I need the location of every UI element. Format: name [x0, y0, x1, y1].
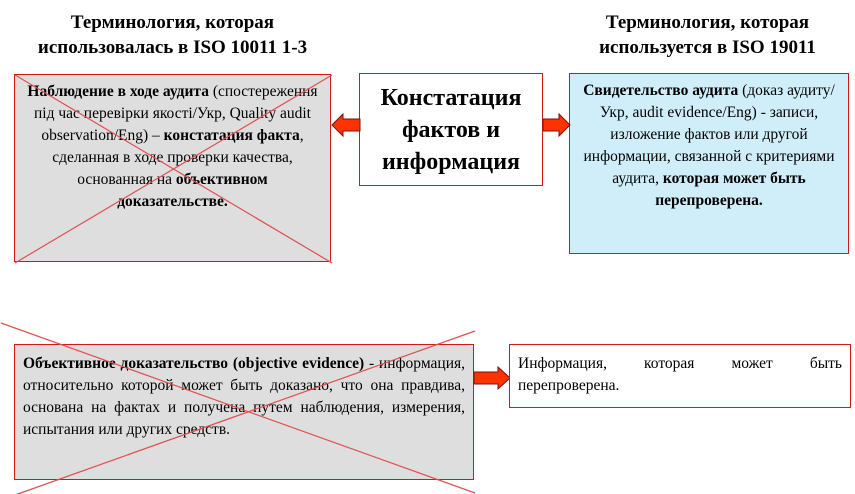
verifiable-information-text: Информация, которая может быть перепрове…	[518, 355, 842, 394]
facts-information-line3: информация	[381, 149, 521, 175]
objective-evidence-term: Объективное доказательство (objective ev…	[23, 355, 365, 372]
audit-evidence-desc: (доказ аудиту/Укр, audit evidence/Eng) -…	[583, 82, 835, 187]
facts-information-line1: Констатация	[380, 85, 522, 111]
left-heading: Терминология, которая использовалась в I…	[0, 10, 345, 60]
audit-evidence-term: Свидетельство аудита	[583, 82, 739, 99]
audit-evidence-term2: которая может быть перепроверена.	[655, 170, 806, 209]
bottom-arrow-icon	[473, 365, 511, 391]
objective-evidence-box: Объективное доказательство (objective ev…	[0, 322, 476, 494]
audit-observation-term2: констатация факта	[163, 127, 300, 144]
right-heading-line2: используется в ISO 19011	[599, 37, 816, 58]
audit-observation-box: Наблюдение в ходе аудита (спостереження …	[14, 74, 333, 264]
left-heading-line1: Терминология, которая	[70, 12, 275, 33]
audit-evidence-box: Свидетельство аудита (доказ аудиту/Укр, …	[569, 73, 849, 254]
objective-evidence-text: Объективное доказательство (objective ev…	[23, 353, 465, 441]
facts-information-line2: фактов и	[401, 117, 501, 143]
audit-observation-term: Наблюдение в ходе аудита	[27, 83, 209, 100]
audit-evidence-text: Свидетельство аудита (доказ аудиту/Укр, …	[578, 80, 840, 212]
right-heading-line1: Терминология, которая	[605, 12, 810, 33]
left-arrow-icon	[331, 112, 361, 138]
verifiable-information-box: Информация, которая может быть перепрове…	[509, 344, 851, 408]
right-heading: Терминология, которая используется в ISO…	[560, 10, 855, 60]
audit-observation-text: Наблюдение в ходе аудита (спостереження …	[23, 81, 322, 213]
left-heading-line2: использовалась в ISO 10011 1-3	[37, 37, 308, 58]
facts-information-box: Констатация фактов и информация	[359, 73, 543, 186]
right-arrow-icon	[542, 112, 571, 138]
